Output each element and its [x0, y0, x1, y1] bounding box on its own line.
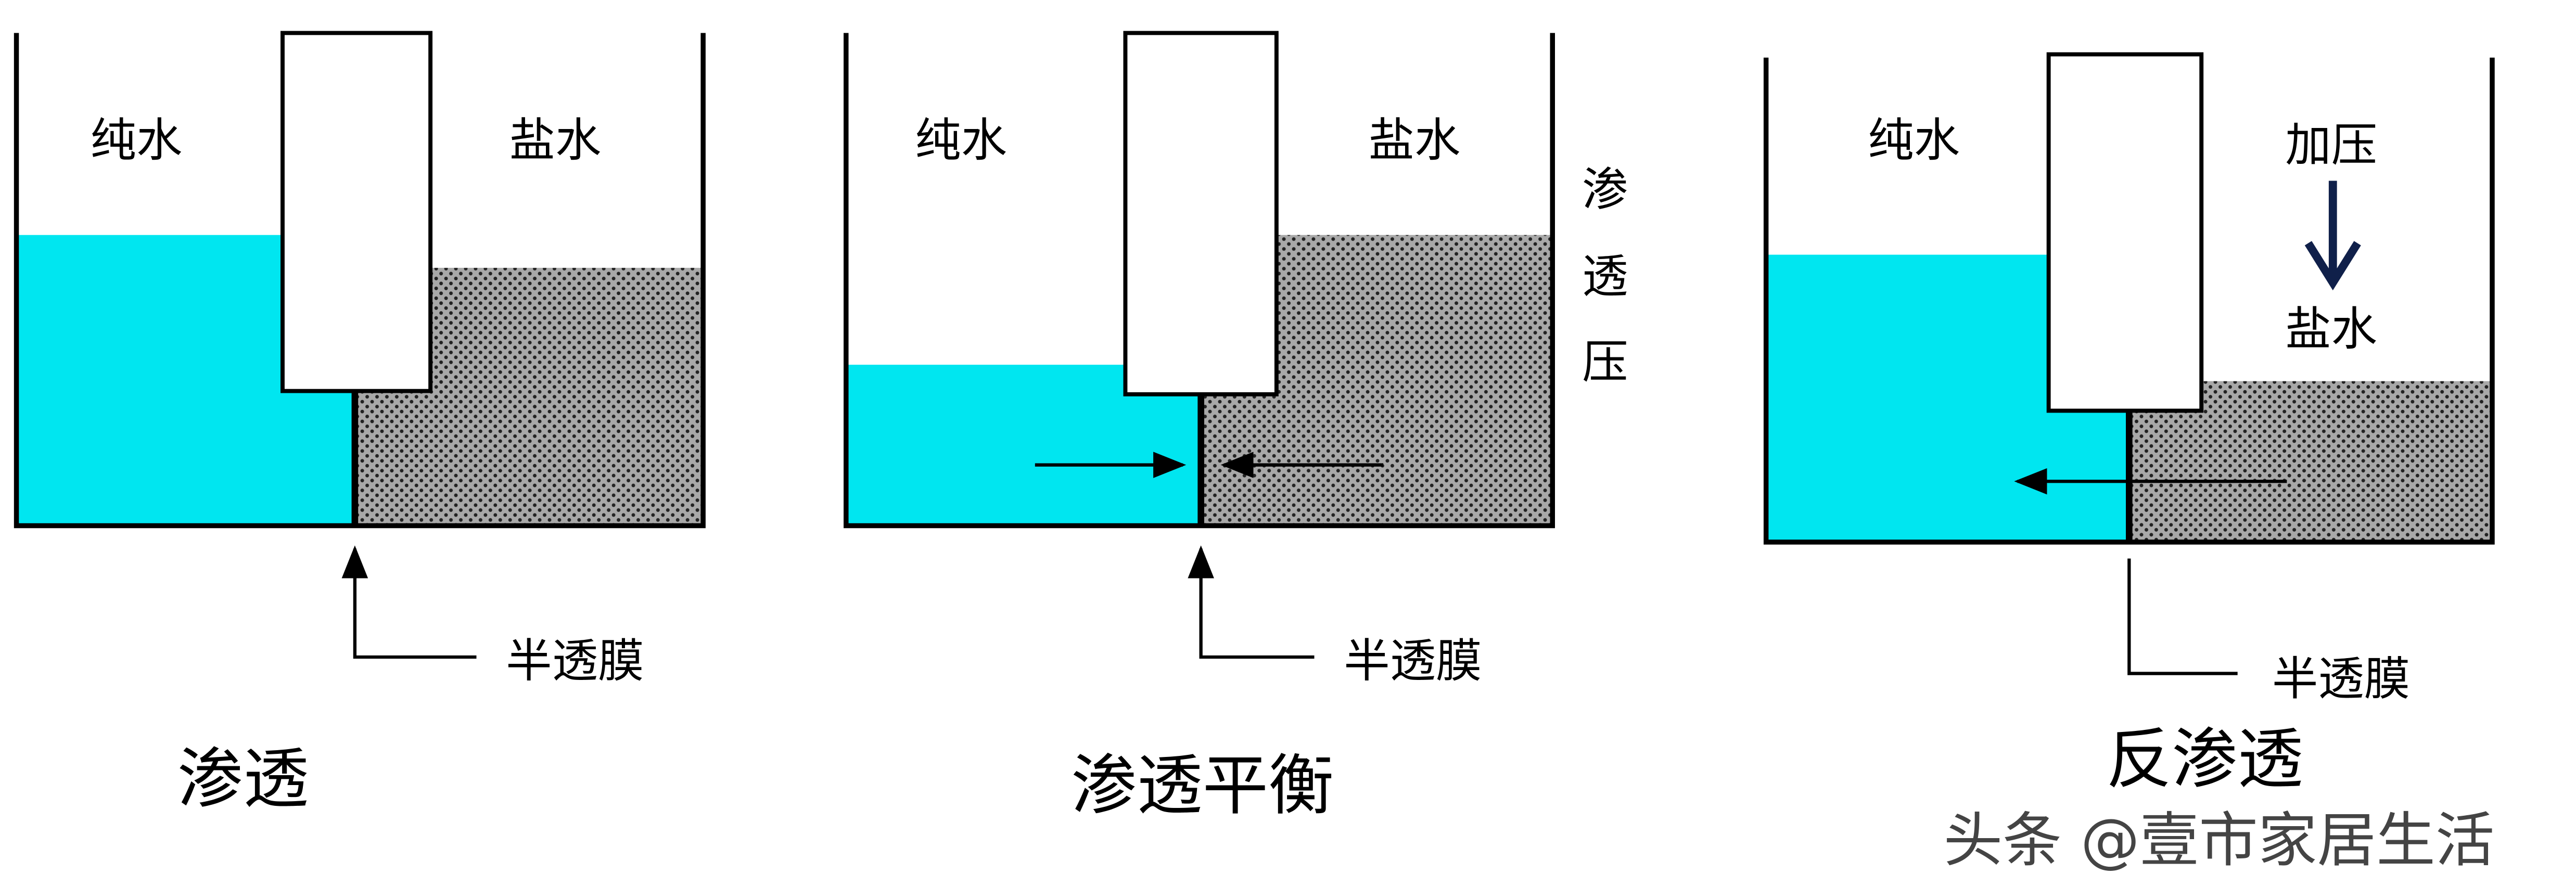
label-pure-water: 纯水 [915, 113, 1007, 167]
label-salt-water: 盐水 [2285, 302, 2377, 356]
label-pure-water: 纯水 [91, 113, 183, 167]
label-osmotic-pressure-2: 透 [1582, 250, 1628, 303]
label-pressure: 加压 [2285, 119, 2377, 172]
membrane-pointer [341, 545, 477, 659]
label-salt-water: 盐水 [1369, 113, 1461, 167]
label-membrane: 半透膜 [506, 634, 644, 688]
divider-block [280, 31, 433, 393]
label-pure-water: 纯水 [1868, 113, 1960, 167]
panel-title: 渗透平衡 [1071, 747, 1334, 824]
container [14, 33, 706, 529]
membrane-pointer [1188, 545, 1315, 659]
pressure-arrow-icon [2304, 181, 2361, 291]
label-osmotic-pressure-1: 渗 [1582, 163, 1628, 216]
label-osmotic-pressure-3: 压 [1582, 335, 1628, 389]
label-membrane: 半透膜 [1344, 634, 1482, 688]
label-salt-water: 盐水 [509, 113, 602, 167]
divider-block [1123, 31, 1279, 396]
panel-osmosis: 纯水 盐水 半透膜 渗透 [14, 31, 706, 817]
watermark: 头条 @壹市家居生活 [1944, 806, 2495, 874]
panel-title: 渗透 [177, 741, 309, 817]
panel-osmotic-equilibrium: 纯水 盐水 渗 透 压 半透膜 渗透平衡 [844, 31, 1628, 824]
divider-block [2046, 52, 2204, 413]
panel-reverse-osmosis: 纯水 加压 盐水 半透膜 反渗透 [1763, 52, 2495, 798]
membrane-pointer [2127, 558, 2238, 675]
panel-title: 反渗透 [2106, 721, 2303, 798]
label-membrane: 半透膜 [2272, 652, 2410, 706]
